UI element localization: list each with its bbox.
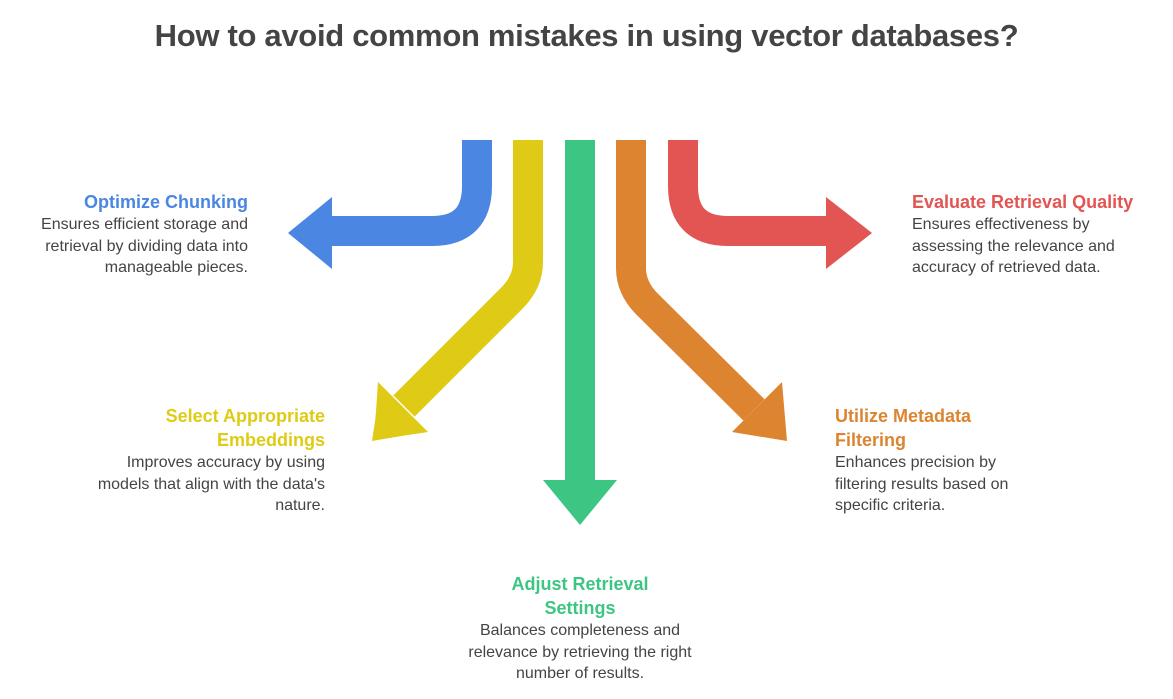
item-description: Improves accuracy by using models that a… xyxy=(97,454,325,514)
item-description: Enhances precision by filtering results … xyxy=(835,454,1009,514)
item-heading: Select Appropriate Embeddings xyxy=(165,406,325,450)
item-heading: Evaluate Retrieval Quality xyxy=(912,192,1134,212)
arrow-left-icon xyxy=(288,140,492,269)
item-adjust-retrieval-settings: Adjust Retrieval Settings Balances compl… xyxy=(462,572,698,685)
item-heading: Utilize Metadata Filtering xyxy=(835,406,972,450)
arrow-right-icon xyxy=(668,140,872,269)
diagram-title: How to avoid common mistakes in using ve… xyxy=(154,18,1019,53)
item-heading: Adjust Retrieval Settings xyxy=(511,574,649,618)
item-select-appropriate-embeddings: Select Appropriate Embeddings Improves a… xyxy=(95,404,325,517)
item-description: Balances completeness and relevance by r… xyxy=(468,622,692,682)
item-utilize-metadata-filtering: Utilize Metadata Filtering Enhances prec… xyxy=(835,404,1040,517)
arrow-down-icon xyxy=(543,140,617,525)
item-description: Ensures effectiveness by assessing the r… xyxy=(912,216,1115,276)
item-evaluate-retrieval-quality: Evaluate Retrieval Quality Ensures effec… xyxy=(912,190,1162,279)
item-heading: Optimize Chunking xyxy=(84,192,248,212)
item-optimize-chunking: Optimize Chunking Ensures efficient stor… xyxy=(10,190,248,279)
arrow-down-right-icon xyxy=(616,140,787,441)
item-description: Ensures efficient storage and retrieval … xyxy=(41,216,248,276)
arrow-down-left-icon xyxy=(372,140,543,441)
